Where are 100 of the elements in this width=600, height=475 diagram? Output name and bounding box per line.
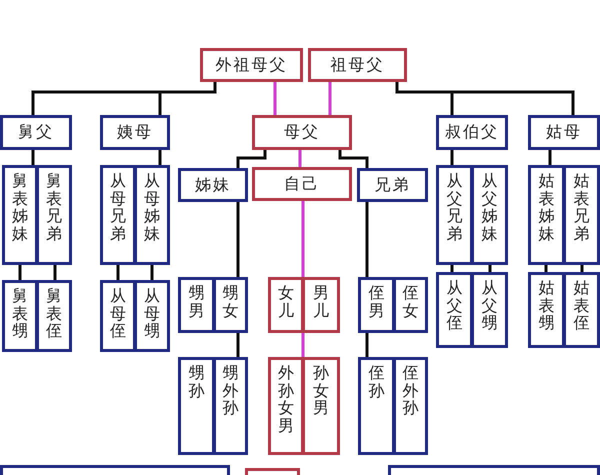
kinship-term: 从母侄 (110, 287, 126, 340)
kinship-box (308, 48, 407, 82)
connector-line (488, 265, 492, 272)
connector-line (236, 150, 266, 168)
kinship-term: 姊妹 (195, 174, 231, 196)
kinship-box (436, 272, 473, 348)
connector-line (54, 265, 56, 280)
connector-line (32, 150, 34, 165)
kinship-box (252, 115, 352, 150)
kinship-box (393, 277, 428, 333)
kinship-box (528, 115, 600, 150)
kinship-term: 侄男 (368, 284, 384, 320)
kinship-term: 姑表甥 (538, 279, 554, 332)
connector-line (236, 202, 240, 277)
kinship-box (563, 272, 600, 348)
connector-line (544, 265, 548, 272)
kinship-box (134, 280, 170, 352)
kinship-term: 舅表姊妹 (12, 172, 28, 242)
kinship-box (436, 115, 508, 150)
connector-line (302, 333, 304, 357)
connector-line (18, 265, 22, 280)
kinship-term: 侄女 (402, 284, 418, 320)
kinship-term: 从父兄弟 (446, 172, 462, 242)
kinship-term: 孙女男 (313, 364, 329, 417)
kinship-term: 外祖母父 (216, 54, 288, 76)
kinship-term: 舅表侄 (46, 287, 62, 340)
kinship-term: 母父 (284, 122, 320, 143)
kinship-box (528, 165, 565, 265)
kinship-box (436, 165, 473, 265)
kinship-box (178, 277, 215, 333)
kinship-box (200, 48, 303, 82)
kinship-box (100, 280, 136, 352)
kinship-box (302, 357, 340, 455)
kinship-term: 叔伯父 (445, 122, 499, 143)
connector-line (274, 82, 276, 115)
kinship-box (100, 165, 136, 265)
connector-line (450, 265, 454, 272)
kinship-box (178, 168, 248, 202)
kinship-box (2, 165, 38, 265)
kinship-term: 甥外孙 (222, 364, 238, 417)
kinship-box (302, 277, 340, 333)
kinship-box (268, 357, 304, 455)
kinship-term: 姨母 (117, 122, 153, 143)
kinship-term: 甥男 (188, 284, 204, 320)
connector-line (328, 82, 332, 115)
kinship-term: 祖母父 (330, 54, 384, 76)
kinship-term: 舅表甥 (12, 287, 28, 340)
partial-box (0, 465, 230, 475)
kinship-term: 从父姊妹 (482, 172, 498, 242)
connector-line (548, 150, 552, 165)
kinship-box (252, 167, 352, 201)
connector-line (366, 333, 368, 357)
kinship-box (357, 168, 428, 202)
kinship-term: 舅表兄弟 (46, 172, 62, 242)
kinship-box (100, 115, 170, 150)
kinship-box (471, 272, 508, 348)
connector-line (450, 150, 454, 165)
connector-line (580, 265, 584, 272)
kinship-box (36, 280, 72, 352)
partial-box (245, 468, 300, 475)
kinship-box (213, 357, 248, 455)
connector-line (150, 265, 154, 280)
kinship-box (178, 357, 215, 455)
kinship-term: 从父侄 (446, 279, 462, 332)
partial-box (388, 465, 600, 475)
kinship-box (528, 272, 565, 348)
kinship-box (0, 115, 72, 150)
kinship-term: 从母姊妹 (144, 172, 160, 242)
connector-line (116, 265, 120, 280)
kinship-term: 外孙女男 (278, 364, 294, 434)
kinship-term: 侄外孙 (402, 364, 418, 417)
connector-line (158, 150, 162, 165)
kinship-term: 从父甥 (482, 279, 498, 332)
kinship-term: 姑母 (546, 122, 582, 143)
kinship-box (2, 280, 38, 352)
kinship-term: 自己 (284, 174, 320, 194)
connector-line (298, 150, 302, 167)
kinship-box (563, 165, 600, 265)
kinship-term: 姑表侄 (574, 279, 590, 332)
kinship-term: 侄孙 (368, 364, 384, 400)
kinship-box (134, 165, 170, 265)
kinship-box (393, 357, 428, 455)
kinship-box (358, 357, 395, 455)
kinship-term: 兄弟 (374, 174, 410, 196)
kinship-box (358, 277, 395, 333)
connector-line (158, 82, 216, 115)
kinship-term: 姑表兄弟 (574, 172, 590, 242)
kinship-box (36, 165, 72, 265)
connector-line (338, 150, 368, 168)
kinship-term: 舅父 (18, 122, 54, 143)
connector-line (302, 201, 304, 277)
kinship-box (213, 277, 248, 333)
kinship-term: 甥孙 (188, 364, 204, 400)
connector-line (236, 333, 240, 357)
kinship-term: 从母甥 (144, 287, 160, 340)
kinship-term: 女儿 (278, 284, 294, 320)
kinship-term: 从母兄弟 (110, 172, 126, 242)
kinship-term: 姑表姊妹 (538, 172, 554, 242)
kinship-box (268, 277, 304, 333)
kinship-term: 男儿 (313, 284, 329, 320)
